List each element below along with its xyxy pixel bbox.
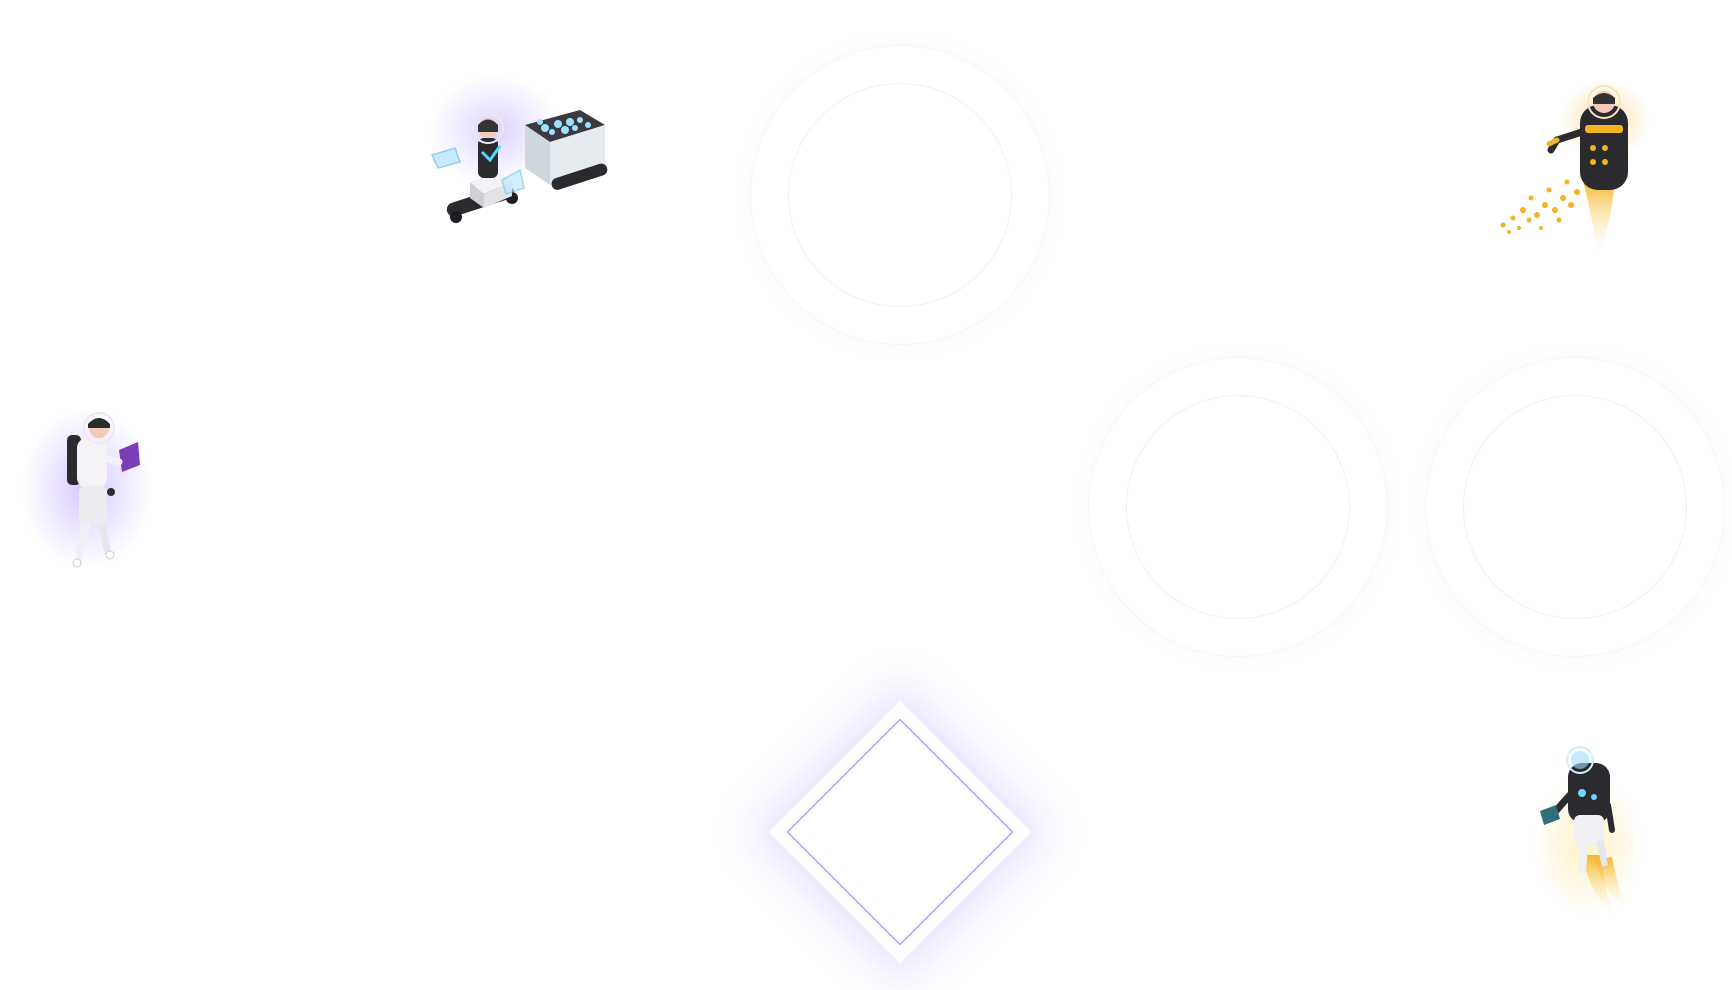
jetpack-coin-robot-illustration (1500, 80, 1650, 255)
astronaut-tablet-illustration (22, 408, 152, 568)
jetpack-robot-illustration (1533, 746, 1643, 915)
ring-top-center (750, 45, 1050, 345)
robot-cart-operator-illustration (430, 75, 608, 223)
ring-middle-right (1088, 357, 1388, 657)
ring-far-right (1425, 357, 1725, 657)
diamond-placeholder-icon (768, 700, 1032, 964)
